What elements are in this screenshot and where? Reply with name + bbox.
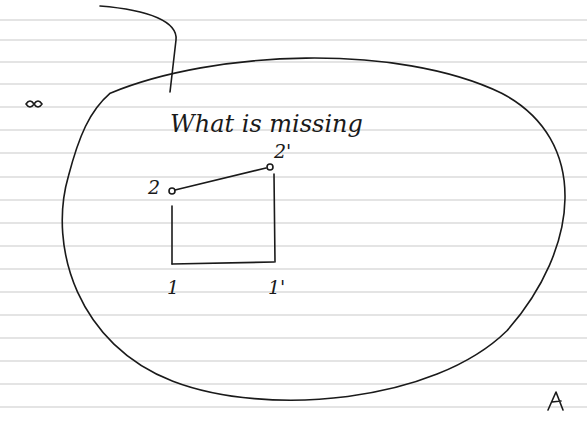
blob-outline <box>58 50 580 410</box>
handwritten-note: What is missing <box>170 110 363 138</box>
outlined-region: What is missing <box>58 50 580 410</box>
point-label: 1 <box>167 278 179 297</box>
point-label: 2 <box>148 178 160 197</box>
point-label: 2' <box>274 142 291 161</box>
point-label: 1' <box>268 278 285 297</box>
